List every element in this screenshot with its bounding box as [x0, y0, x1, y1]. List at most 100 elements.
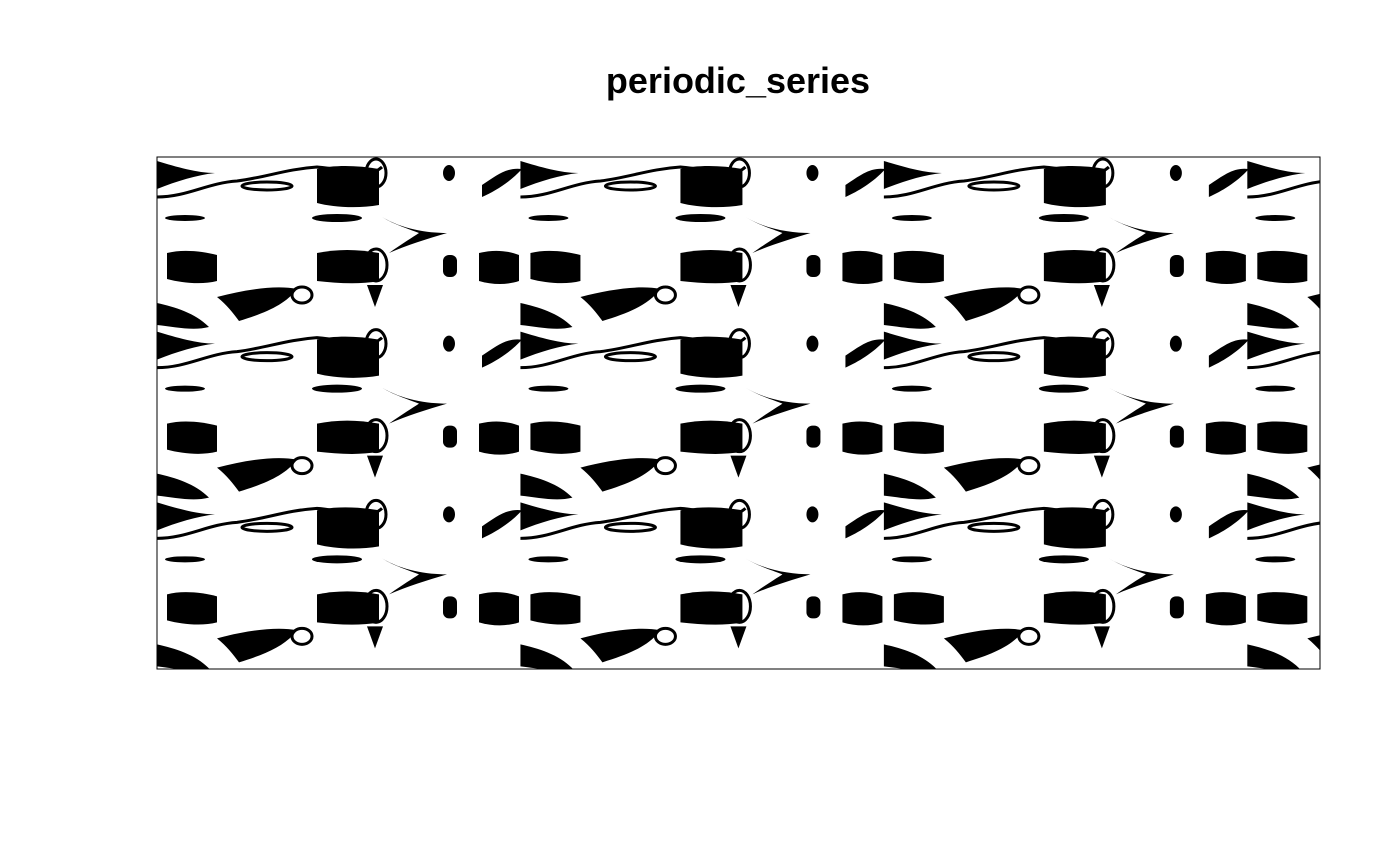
field-region: [1093, 626, 1110, 649]
field-region: [528, 556, 569, 563]
field-region: [1038, 384, 1089, 393]
field-region: [1169, 335, 1182, 352]
field-region: [675, 555, 726, 564]
field-region: [157, 331, 215, 360]
field-region: [382, 558, 447, 595]
field-region: [157, 161, 215, 189]
field-region: [806, 506, 819, 523]
field-region: [520, 502, 579, 531]
field-region: [1257, 592, 1308, 625]
field-contour: [653, 626, 677, 646]
field-region: [1169, 596, 1184, 619]
field-region: [479, 250, 519, 284]
field-region: [312, 555, 362, 564]
field-region: [1043, 166, 1106, 208]
pattern-tile: [1247, 502, 1320, 669]
plot-area: [157, 157, 1320, 669]
field-region: [675, 214, 726, 222]
field-region: [745, 387, 811, 424]
field-region: [1247, 303, 1300, 329]
field-contour: [1091, 328, 1115, 360]
field-region: [1169, 425, 1184, 448]
field-region: [165, 215, 205, 221]
field-region: [883, 331, 942, 360]
field-region: [217, 287, 297, 321]
field-region: [1169, 506, 1182, 523]
field-contour: [1091, 157, 1115, 189]
field-contour: [726, 418, 752, 454]
field-contour: [603, 521, 657, 533]
field-region: [528, 215, 569, 221]
field-contour: [603, 351, 657, 363]
field-region: [730, 626, 747, 649]
pattern-tile: [157, 328, 522, 500]
field-region: [157, 502, 215, 531]
field-region: [680, 250, 743, 284]
plot-frame: [156, 156, 1321, 670]
field-region: [883, 473, 936, 500]
field-region: [1255, 215, 1296, 221]
field-contour: [1247, 521, 1320, 540]
field-region: [1247, 502, 1306, 531]
field-region: [943, 458, 1024, 492]
field-region: [1257, 250, 1308, 284]
field-region: [1247, 331, 1306, 360]
field-region: [167, 421, 217, 454]
field-contour: [290, 456, 314, 476]
field-region: [1255, 556, 1296, 563]
field-region: [1205, 592, 1246, 626]
field-region: [943, 287, 1024, 321]
field-region: [842, 250, 883, 284]
field-region: [893, 421, 944, 454]
field-region: [891, 385, 932, 392]
field-contour: [653, 456, 677, 476]
field-region: [520, 473, 573, 500]
field-region: [217, 458, 297, 492]
field-region: [530, 592, 581, 625]
field-region: [530, 250, 581, 284]
field-region: [845, 510, 886, 539]
field-region: [317, 591, 379, 625]
field-region: [367, 455, 383, 478]
field-region: [157, 303, 209, 329]
field-region: [1307, 635, 1320, 651]
field-region: [1257, 421, 1308, 454]
field-region: [680, 591, 743, 625]
field-contour: [726, 247, 752, 283]
field-region: [675, 384, 726, 393]
field-region: [443, 255, 457, 277]
field-region: [1038, 214, 1089, 222]
field-region: [367, 626, 383, 649]
field-region: [1307, 293, 1320, 310]
field-contour: [363, 588, 389, 624]
field-region: [443, 506, 455, 523]
pattern-tile: [520, 498, 886, 669]
field-region: [845, 168, 886, 197]
field-region: [520, 303, 573, 329]
field-contour: [363, 418, 389, 454]
field-region: [382, 217, 447, 253]
field-region: [1208, 339, 1249, 368]
field-region: [520, 331, 579, 360]
field-region: [1247, 473, 1300, 500]
field-contour: [1090, 418, 1116, 454]
field-contour: [240, 180, 294, 192]
pattern-tile: [883, 328, 1249, 500]
field-region: [842, 592, 883, 626]
field-region: [1169, 255, 1184, 277]
field-region: [806, 596, 821, 619]
field-region: [1108, 387, 1174, 424]
field-contour: [364, 157, 388, 189]
field-region: [580, 628, 661, 663]
pattern-tile: [883, 157, 1249, 329]
field-region: [520, 644, 573, 669]
field-region: [443, 165, 455, 181]
field-contour: [603, 180, 657, 192]
field-region: [1043, 336, 1106, 378]
field-contour: [653, 285, 677, 305]
field-region: [217, 628, 297, 663]
field-region: [580, 458, 661, 492]
field-region: [317, 420, 379, 454]
field-contour: [240, 351, 294, 363]
